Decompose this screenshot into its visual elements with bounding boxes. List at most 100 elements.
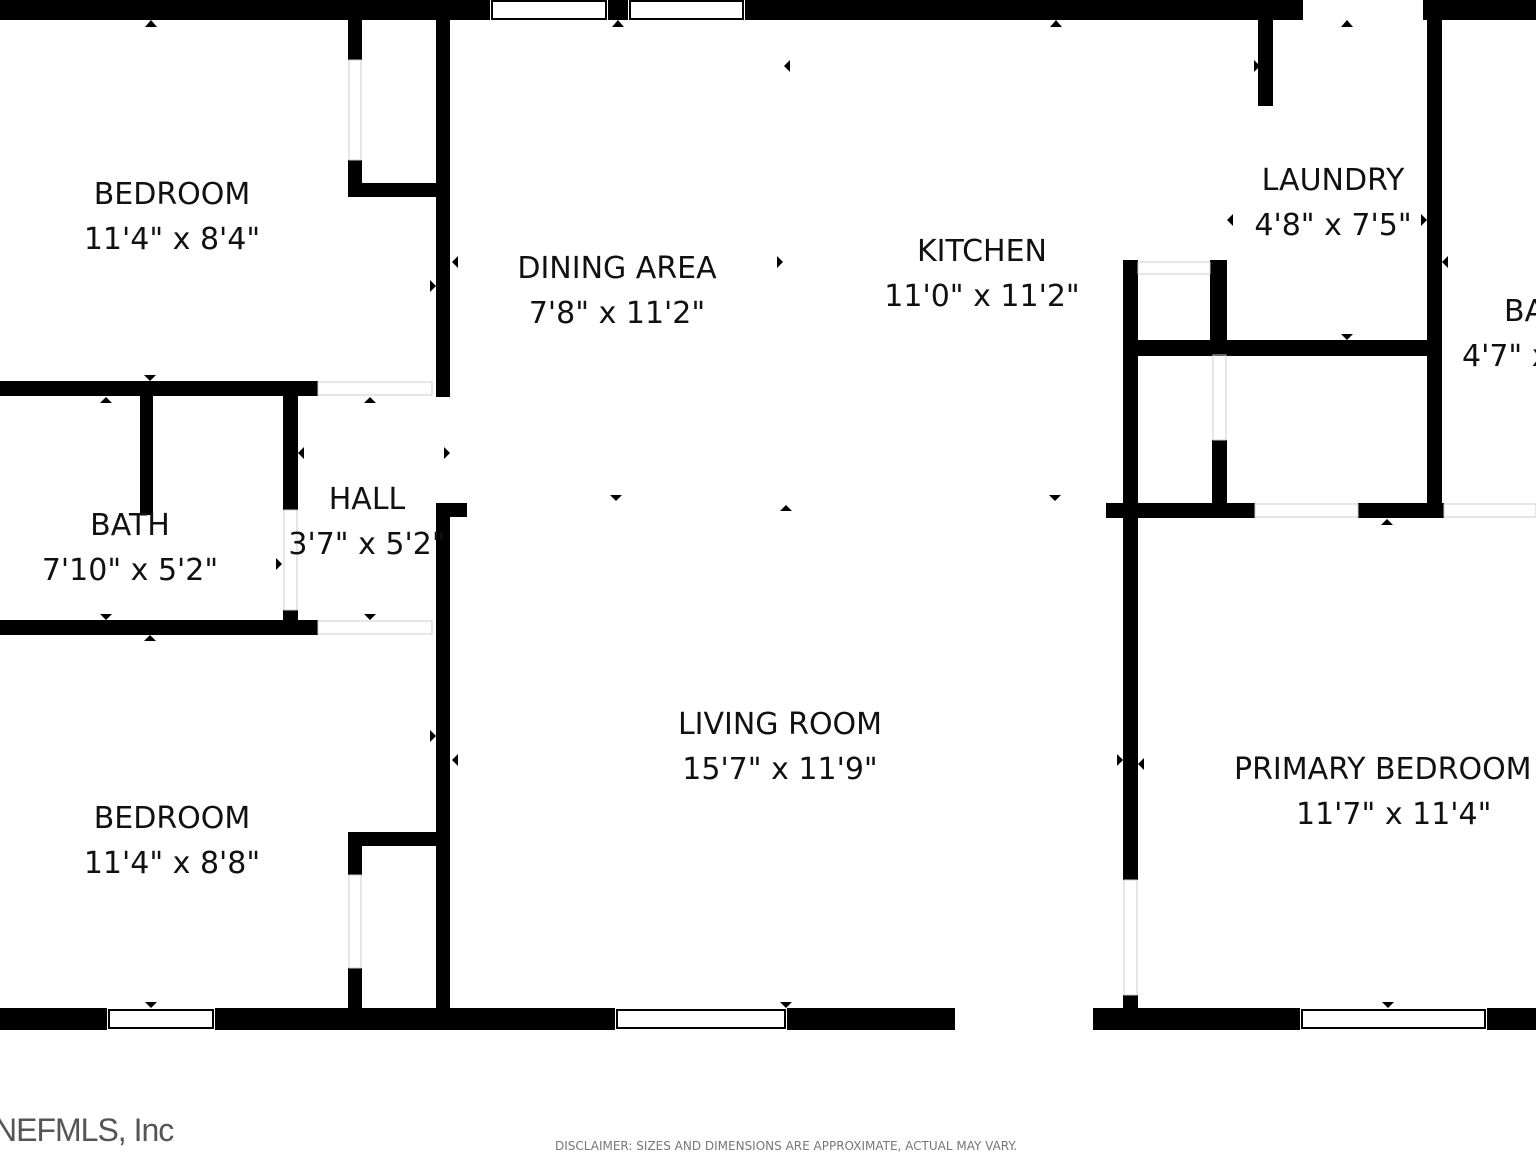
room-dimensions: 4'7" x <box>1462 339 1536 374</box>
wall <box>0 381 318 396</box>
arrow-right-icon <box>430 280 436 292</box>
room-dimensions: 3'7" x 5'2" <box>288 527 446 562</box>
arrow-right-icon <box>1254 60 1260 72</box>
room-name: KITCHEN <box>916 234 1047 269</box>
door-opening <box>317 381 433 396</box>
room-dimensions: 7'10" x 5'2" <box>41 553 219 588</box>
wall <box>1358 503 1444 518</box>
wall <box>1093 1008 1300 1030</box>
arrow-down-icon <box>100 614 112 620</box>
door-opening <box>317 620 433 635</box>
arrow-left-icon <box>452 754 458 766</box>
wall <box>436 20 450 397</box>
wall <box>436 503 450 1030</box>
watermark-logo: NEFMLS, Inc <box>0 1112 174 1148</box>
room-name: LAUNDRY <box>1261 163 1405 198</box>
room-label-laundry: LAUNDRY 4'8" x 7'5" <box>1254 158 1411 248</box>
wall <box>1106 503 1255 518</box>
arrow-down-icon <box>144 375 156 381</box>
arrow-up-icon <box>612 20 624 27</box>
room-label-bedroom-1: BEDROOM 11'4" x 8'4" <box>84 172 260 262</box>
room-name: HALL <box>328 482 406 517</box>
arrow-left-icon <box>1138 758 1144 770</box>
room-label-primary-bedroom: PRIMARY BEDROOM 11'7" x 11'4" <box>1234 747 1532 837</box>
arrow-left-icon <box>452 256 458 268</box>
wall <box>348 183 440 197</box>
wall <box>348 968 362 1010</box>
room-label-bedroom-2: BEDROOM 11'4" x 8'8" <box>84 796 260 886</box>
windows <box>108 0 1486 1029</box>
wall <box>1210 260 1227 355</box>
arrow-down-icon <box>610 495 622 501</box>
room-name: BEDROOM <box>93 177 251 212</box>
room-label-hall: HALL 3'7" x 5'2" <box>288 477 445 567</box>
window <box>616 1009 786 1029</box>
door-opening <box>1212 354 1227 441</box>
arrow-down-icon <box>364 614 376 620</box>
arrow-left-icon <box>1442 256 1448 268</box>
arrow-up-icon <box>364 397 376 403</box>
door-opening <box>348 874 362 969</box>
wall <box>1258 20 1273 106</box>
wall <box>0 0 490 20</box>
room-name: BATH <box>90 508 170 543</box>
room-dimensions: 11'4" x 8'8" <box>83 846 261 881</box>
arrow-up-icon <box>1050 20 1062 27</box>
wall <box>348 20 362 60</box>
arrow-right-icon <box>1117 754 1123 766</box>
room-name: DINING AREA <box>517 251 717 286</box>
arrow-right-icon <box>430 730 436 742</box>
wall <box>1212 440 1227 515</box>
arrow-down-icon <box>1382 1002 1394 1008</box>
door-opening <box>348 59 362 161</box>
window <box>1301 1009 1486 1029</box>
wall <box>1487 1008 1536 1030</box>
walls <box>0 0 1536 1030</box>
arrow-up-icon <box>1341 20 1353 27</box>
room-dimensions: 11'0" x 11'2" <box>884 279 1080 314</box>
door-opening <box>1123 879 1138 996</box>
wall <box>0 620 318 635</box>
wall <box>787 1008 955 1030</box>
door-opening <box>1254 503 1359 518</box>
room-name: BA <box>1504 294 1536 329</box>
wall <box>348 832 362 875</box>
room-label-dining-area: DINING AREA 7'8" x 11'2" <box>517 246 716 336</box>
arrow-right-icon <box>1421 214 1427 226</box>
wall <box>1427 20 1442 515</box>
room-dimensions: 4'8" x 7'5" <box>1254 208 1412 243</box>
room-dimensions: 7'8" x 11'2" <box>528 296 706 331</box>
wall <box>140 396 153 515</box>
wall <box>1123 995 1138 1030</box>
arrow-right-icon <box>777 256 783 268</box>
room-label-kitchen: KITCHEN 11'0" x 11'2" <box>884 229 1079 319</box>
arrow-right-icon <box>276 558 282 570</box>
wall <box>0 1008 107 1030</box>
door-opening <box>283 509 298 611</box>
arrow-up-icon <box>144 635 156 641</box>
window <box>491 0 607 20</box>
room-name: BEDROOM <box>93 801 251 836</box>
wall <box>1138 340 1427 356</box>
room-dimensions: 15'7" x 11'9" <box>682 752 878 787</box>
wall <box>608 0 628 20</box>
room-dimensions: 11'4" x 8'4" <box>83 222 261 257</box>
room-name: PRIMARY BEDROOM <box>1234 752 1532 787</box>
arrow-up-icon <box>100 397 112 403</box>
room-label-bath-2: BA 4'7" x <box>1462 289 1536 379</box>
wall <box>348 832 440 846</box>
dimension-markers <box>100 20 1448 1008</box>
wall <box>1423 0 1536 20</box>
room-label-bath: BATH 7'10" x 5'2" <box>42 503 218 593</box>
wall <box>1123 260 1138 880</box>
wall <box>745 0 1303 20</box>
door-openings <box>283 59 1536 996</box>
room-dimensions: 11'7" x 11'4" <box>1296 797 1492 832</box>
arrow-down-icon <box>1049 495 1061 501</box>
arrow-up-icon <box>145 20 157 27</box>
disclaimer: DISCLAIMER: SIZES AND DIMENSIONS ARE APP… <box>555 1139 1018 1153</box>
door-opening <box>1137 261 1211 275</box>
wall <box>436 503 467 517</box>
